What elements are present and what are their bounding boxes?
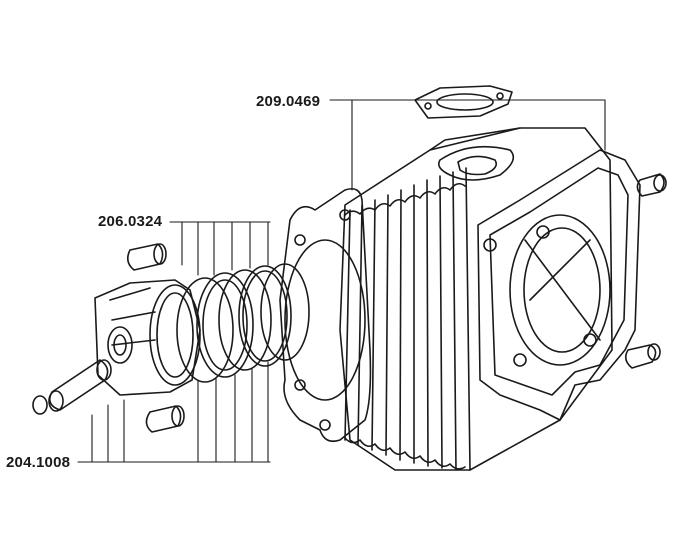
cylinder [339,127,667,471]
dowel-bushings [126,243,185,433]
leader-lines [77,99,606,463]
part-number-gasket-label: 209.0469 [256,93,321,110]
part-number-piston-label: 204.1008 [6,454,71,471]
base-gasket [279,187,372,443]
piston [94,279,201,396]
head-gasket [414,85,513,119]
piston-rings [176,263,310,383]
part-number-rings-label: 206.0324 [98,213,163,230]
wrist-pin [32,359,112,415]
